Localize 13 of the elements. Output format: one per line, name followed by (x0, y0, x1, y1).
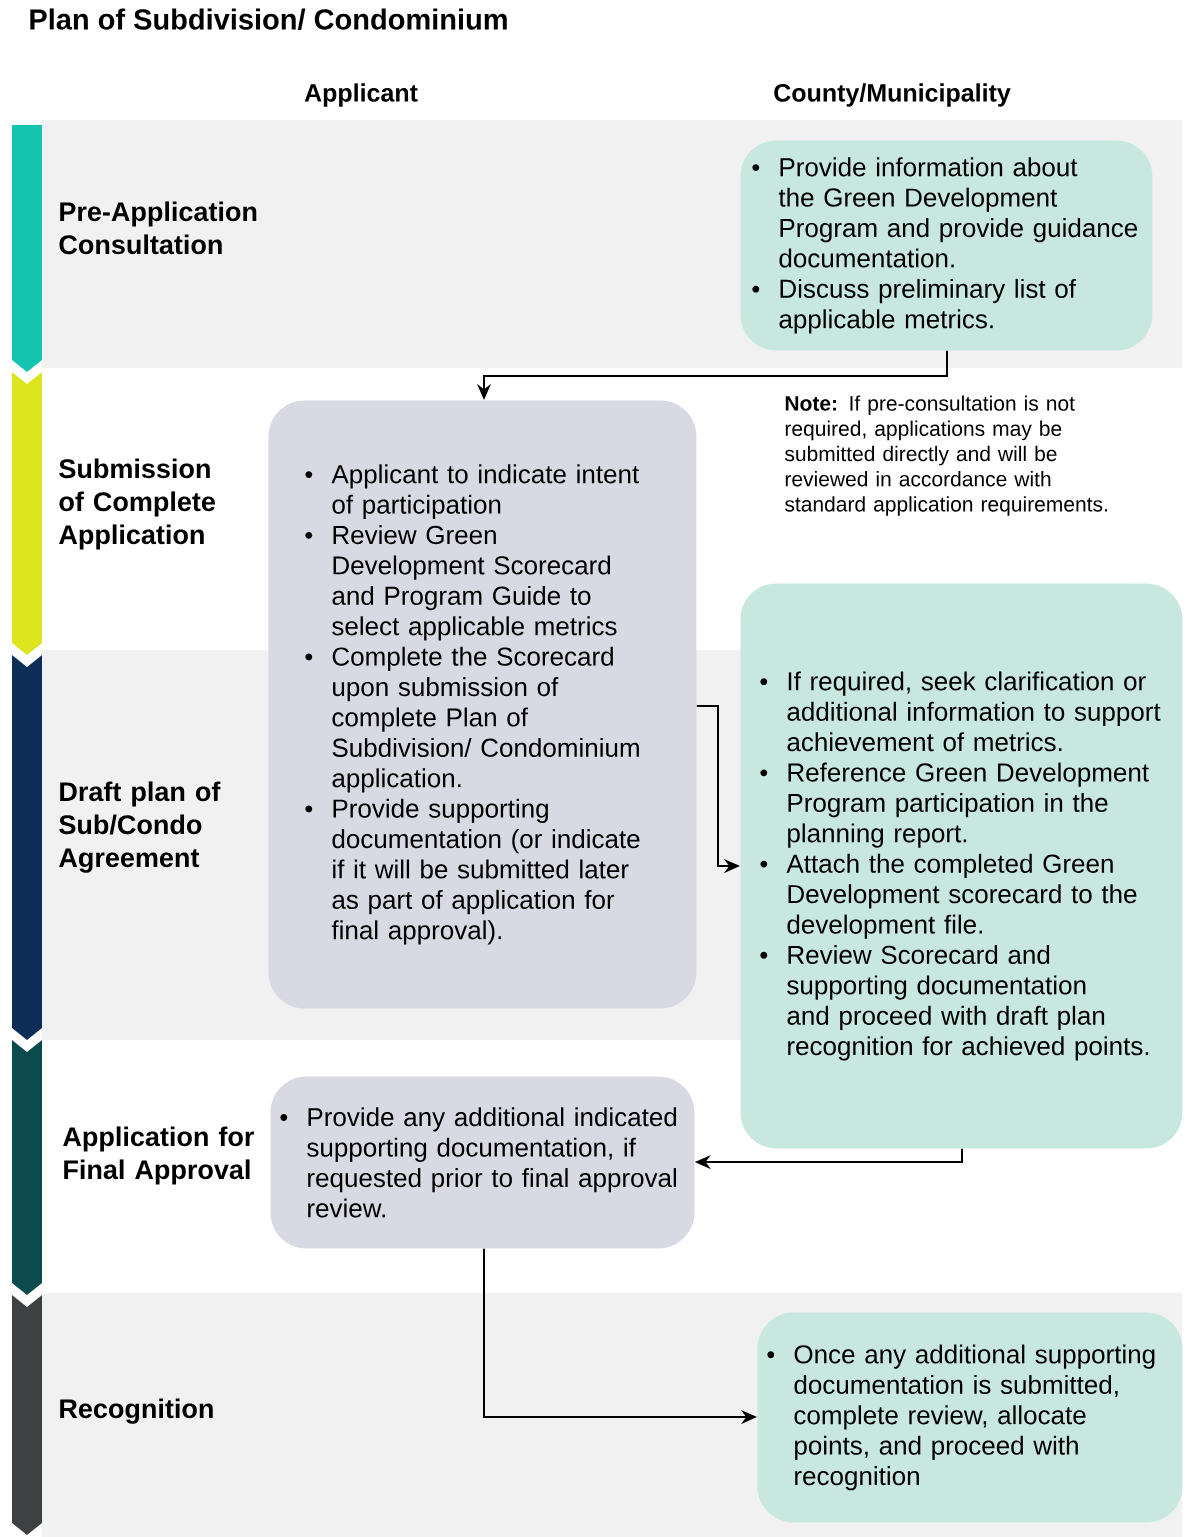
process-box: Once any additional supporting documentation is submitted, complete review, allocate points, and proceed with recognition (757, 1312, 1183, 1523)
phase-label: Draft plan of Sub/Condo Agreement (59, 781, 221, 873)
title: Plan of Subdivision/ Condominium (30, 8, 507, 30)
process-box: Provide any additional indicated supporting documentation, if requested prior to final approval review. (270, 1076, 695, 1249)
phase-label: Recognition (60, 1398, 213, 1424)
process-box: Applicant to indicate intent of participation Review Green Development Scorecard and Program Guide to select applicable metrics Complete the Scorecard upon submission of complete Plan of Subdivision/ Condominium application. Provide supporting documentation (or indicate if it will be submitted later as part of application for final approval). (268, 400, 697, 1009)
column-header: County/Municipality (774, 83, 1011, 107)
phase-label: Pre-Application Consultation (59, 201, 257, 255)
process-box: Provide information about the Green Development Program and provide guidance documentation. Discuss preliminary list of applicable metrics. (740, 140, 1153, 351)
note-text: Note: If pre-consultation is not required, applications may be submitted directly and will be reviewed in accordance with standard application requirements. (785, 395, 1107, 516)
column-header: Applicant (304, 83, 418, 107)
process-box: If required, seek clarification or additional information to support achievement of metrics. Reference Green Development Program participation in the planning report. Attach the completed Green Development scorecard to the development file. Review Scorecard and supporting documentation and proceed with draft plan recognition for achieved points. (740, 583, 1183, 1149)
phase-label: Submission of Complete Application (59, 458, 215, 550)
